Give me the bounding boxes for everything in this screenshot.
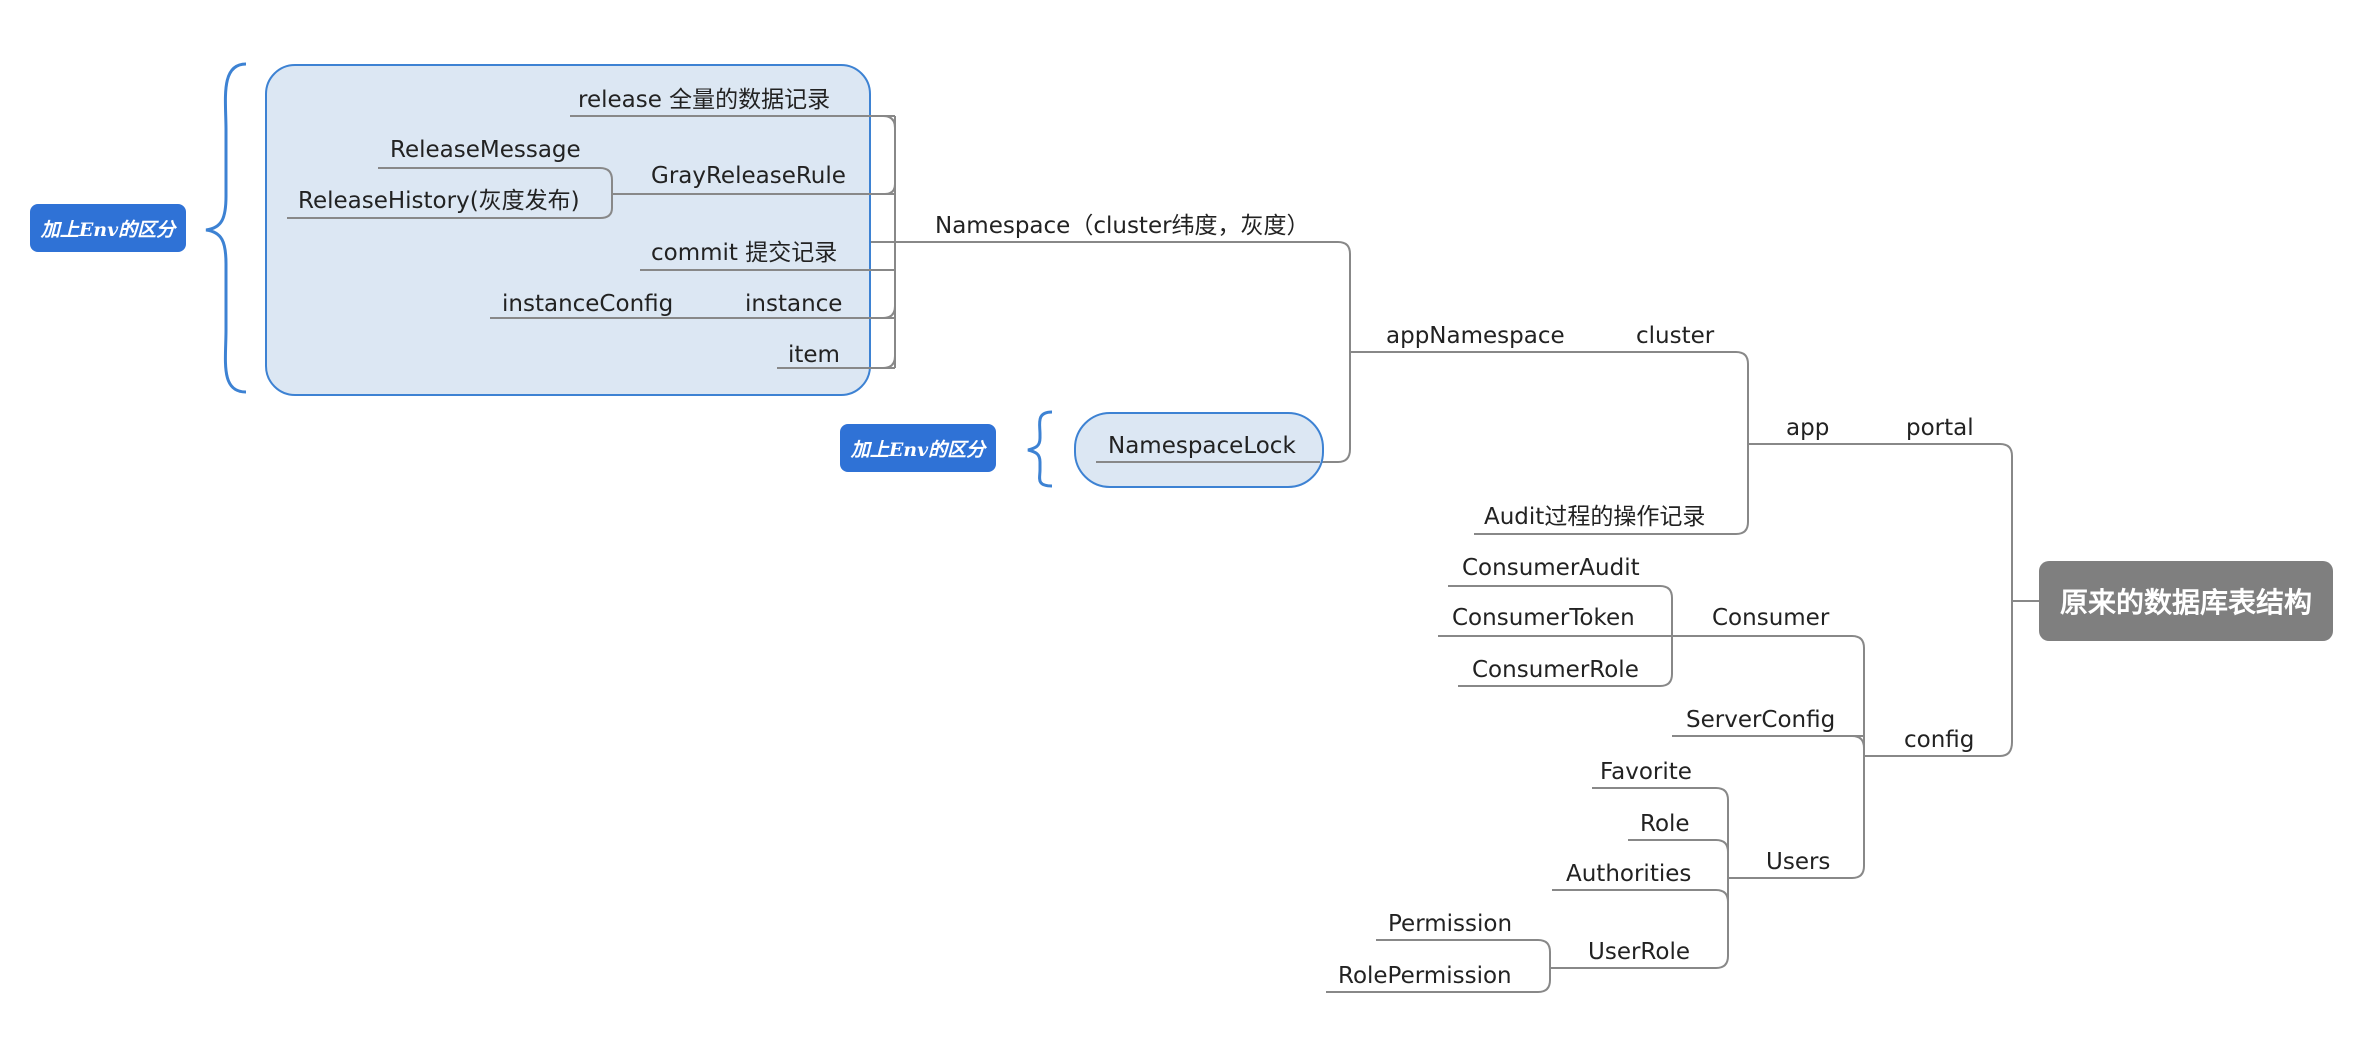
node-consumer-audit: ConsumerAudit (1462, 555, 1640, 581)
node-consumer-role: ConsumerRole (1472, 657, 1639, 683)
node-users: Users (1766, 849, 1831, 875)
node-role-permission: RolePermission (1338, 963, 1512, 989)
node-app: app (1786, 415, 1830, 441)
node-server-config: ServerConfig (1686, 707, 1836, 733)
root-node: 原来的数据库表结构 (2039, 561, 2333, 641)
node-gray-release-rule: GrayReleaseRule (651, 163, 846, 189)
node-audit: Audit过程的操作记录 (1484, 504, 1706, 530)
node-favorite: Favorite (1600, 759, 1692, 785)
namespace-group-boundary (265, 64, 871, 396)
node-release-message: ReleaseMessage (390, 137, 581, 163)
node-user-role: UserRole (1588, 939, 1690, 965)
node-release: release 全量的数据记录 (578, 87, 831, 113)
node-portal: portal (1906, 415, 1974, 441)
node-authorities: Authorities (1566, 861, 1692, 887)
node-commit: commit 提交记录 (651, 240, 838, 266)
node-namespace: Namespace（cluster纬度，灰度） (935, 213, 1310, 239)
node-instance: instance (745, 291, 843, 317)
node-app-namespace: appNamespace (1386, 323, 1565, 349)
node-instance-config: instanceConfig (502, 291, 674, 317)
node-namespace-lock: NamespaceLock (1108, 433, 1296, 459)
node-permission: Permission (1388, 911, 1513, 937)
env-tag-lock: 加上Env的区分 (840, 424, 996, 472)
env-tag-namespace: 加上Env的区分 (30, 204, 186, 252)
node-consumer: Consumer (1712, 605, 1830, 631)
node-item: item (788, 342, 840, 368)
node-role: Role (1640, 811, 1690, 837)
node-release-history: ReleaseHistory(灰度发布) (298, 188, 580, 214)
node-cluster: cluster (1636, 323, 1715, 349)
namespace-lock-boundary (1074, 412, 1324, 488)
node-config: config (1904, 727, 1975, 753)
node-consumer-token: ConsumerToken (1452, 605, 1635, 631)
